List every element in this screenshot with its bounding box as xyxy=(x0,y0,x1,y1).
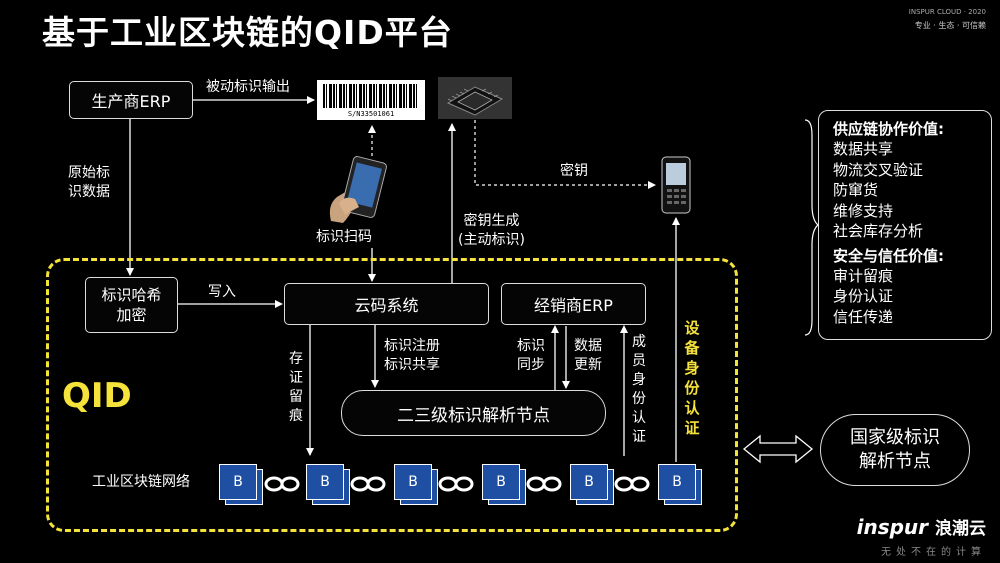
write-label: 写入 xyxy=(208,284,236,300)
register-share-label: 标识注册 标识共享 xyxy=(384,338,440,373)
brand-slogan: 无处不在的计算 xyxy=(881,547,986,558)
brand-header: INSPUR CLOUD · 2020 专业 · 生态 · 可信赖 xyxy=(909,6,986,32)
device-auth-label: 设备身份认证 xyxy=(684,319,700,437)
block-6: B xyxy=(658,464,702,505)
passive-output-label: 被动标识输出 xyxy=(206,79,290,95)
block-4-label: B xyxy=(482,464,520,500)
value-item: 防窜货 xyxy=(833,181,879,199)
block-6-label: B xyxy=(658,464,696,500)
brand-footer: inspur 浪潮云 无处不在的计算 xyxy=(857,514,986,558)
block-4: B xyxy=(482,464,526,505)
scan-label: 标识扫码 xyxy=(316,229,372,245)
brand-tagline: 专业 · 生态 · 可信赖 xyxy=(914,21,986,30)
value-item: 身份认证 xyxy=(833,287,894,305)
logo-cn-text: 浪潮云 xyxy=(935,519,986,539)
sync-label: 标识 同步 xyxy=(517,338,545,373)
inspur-logo: inspur 浪潮云 xyxy=(857,514,986,539)
barcode-label-image: S/N33501061 xyxy=(317,80,425,120)
blockchain-network-label: 工业区块链网络 xyxy=(92,474,190,490)
cloud-code-system-box: 云码系统 xyxy=(284,283,489,325)
block-1: B xyxy=(219,464,263,505)
block-1-label: B xyxy=(219,464,257,500)
value-panel: 供应链协作价值: 数据共享 物流交叉验证 防窜货 维修支持 社会库存分析 安全与… xyxy=(818,110,992,340)
chip-image xyxy=(438,77,512,119)
security-value-heading: 安全与信任价值: xyxy=(833,246,944,265)
chip-icon xyxy=(438,77,512,119)
value-item: 信任传递 xyxy=(833,307,894,326)
qid-platform-region xyxy=(46,258,738,532)
key-label: 密钥 xyxy=(560,163,588,179)
value-item: 物流交叉验证 xyxy=(833,160,924,179)
chain-links xyxy=(264,476,650,492)
logo-text: inspur xyxy=(856,515,929,539)
block-2-label: B xyxy=(306,464,344,500)
barcode-bars xyxy=(323,84,419,108)
barcode-serial: S/N33501061 xyxy=(347,110,395,118)
brand-name: INSPUR CLOUD · 2020 xyxy=(908,8,986,16)
value-item: 审计留痕 xyxy=(833,266,894,285)
handheld-device-icon xyxy=(661,156,691,214)
value-item: 数据共享 xyxy=(833,140,894,158)
data-update-label: 数据 更新 xyxy=(574,338,602,373)
supply-chain-value-heading: 供应链协作价值: xyxy=(833,120,944,138)
distributor-erp-box: 经销商ERP xyxy=(501,283,646,325)
hash-encrypt-box: 标识哈希 加密 xyxy=(85,277,178,333)
block-2: B xyxy=(306,464,350,505)
member-auth-label: 成员身份认证 xyxy=(632,334,646,445)
page-title: 基于工业区块链的QID平台 xyxy=(42,13,453,52)
phone-scan-icon xyxy=(329,156,387,223)
secondary-resolution-node-box: 二三级标识解析节点 xyxy=(341,390,606,436)
value-item: 维修支持 xyxy=(833,201,894,220)
manufacturer-erp-box: 生产商ERP xyxy=(69,81,193,119)
block-5-label: B xyxy=(570,464,608,500)
evidence-label: 存证留痕 xyxy=(289,351,303,424)
block-5: B xyxy=(570,464,614,505)
qid-label: QID xyxy=(62,376,132,416)
key-gen-label: 密钥生成 (主动标识) xyxy=(458,213,525,248)
value-item: 社会库存分析 xyxy=(833,222,924,240)
national-resolution-node: 国家级标识 解析节点 xyxy=(820,414,970,486)
block-3: B xyxy=(394,464,438,505)
block-3-label: B xyxy=(394,464,432,500)
raw-data-label: 原始标 识数据 xyxy=(68,165,110,200)
